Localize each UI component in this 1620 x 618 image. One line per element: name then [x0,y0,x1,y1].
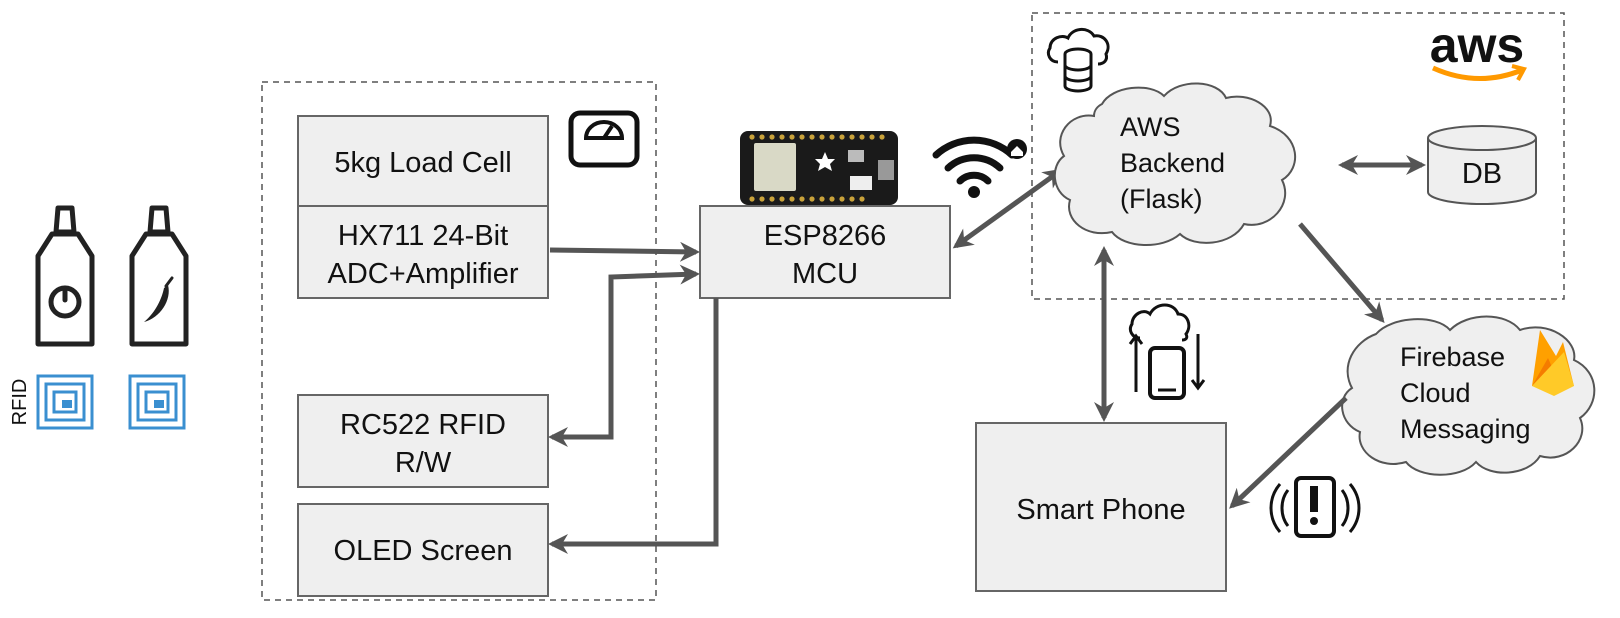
aws-logo: aws [1430,17,1527,81]
chili-bottle-icon [129,205,189,347]
firebase-label-line2: Cloud [1400,378,1471,408]
rc522-label-line2: R/W [395,447,452,479]
firebase-flame-icon [1532,330,1574,396]
backend-label-line1: AWS [1120,112,1181,142]
scale-icon [568,110,640,168]
hx711-label-line2: ADC+Amplifier [328,258,519,290]
ketchup-bottle-icon [35,205,95,347]
rfid-label: RFID [9,379,31,426]
wifi-icon [932,136,1027,198]
rfid-tag-icon [128,374,186,430]
mcu-label-line2: MCU [792,258,858,290]
backend-to-firebase-arrow [1298,222,1385,324]
phone-alert-icon [1269,476,1361,538]
firebase-cloud [1341,315,1596,476]
mcu-to-rc522-arrow [548,264,700,447]
mcu-to-backend-arrow [952,168,1064,249]
rfid-tag-icon [36,374,94,430]
load-cell-label: 5kg Load Cell [334,147,511,179]
aws-logo-text: aws [1430,17,1525,73]
hx711-to-mcu-arrow [549,241,700,262]
smartphone-box [975,422,1227,592]
smartphone-label: Smart Phone [1016,494,1185,526]
database-cylinder-icon [1427,125,1537,205]
cloud-database-icon [1046,28,1110,93]
aws-group [1031,12,1565,300]
mcu-label-line1: ESP8266 [764,220,887,252]
hx711-label-line1: HX711 24-Bit [338,220,508,252]
backend-label-line3: (Flask) [1120,184,1203,214]
rc522-label-line1: RC522 RFID [340,409,506,441]
backend-cloud [1054,82,1297,246]
firebase-to-phone-arrow [1229,396,1348,509]
phone-sync-icon [1128,303,1206,400]
oled-box [297,503,549,597]
db-label: DB [1462,158,1502,190]
mcu-box [699,205,951,299]
esp8266-board-icon [740,131,898,205]
backend-label-line2: Backend [1120,148,1225,178]
oled-label: OLED Screen [334,535,513,567]
firebase-label-line1: Firebase [1400,342,1505,372]
mcu-to-oled-arrow [548,298,719,554]
hx711-box [297,205,549,299]
firebase-label-line3: Messaging [1400,414,1531,444]
